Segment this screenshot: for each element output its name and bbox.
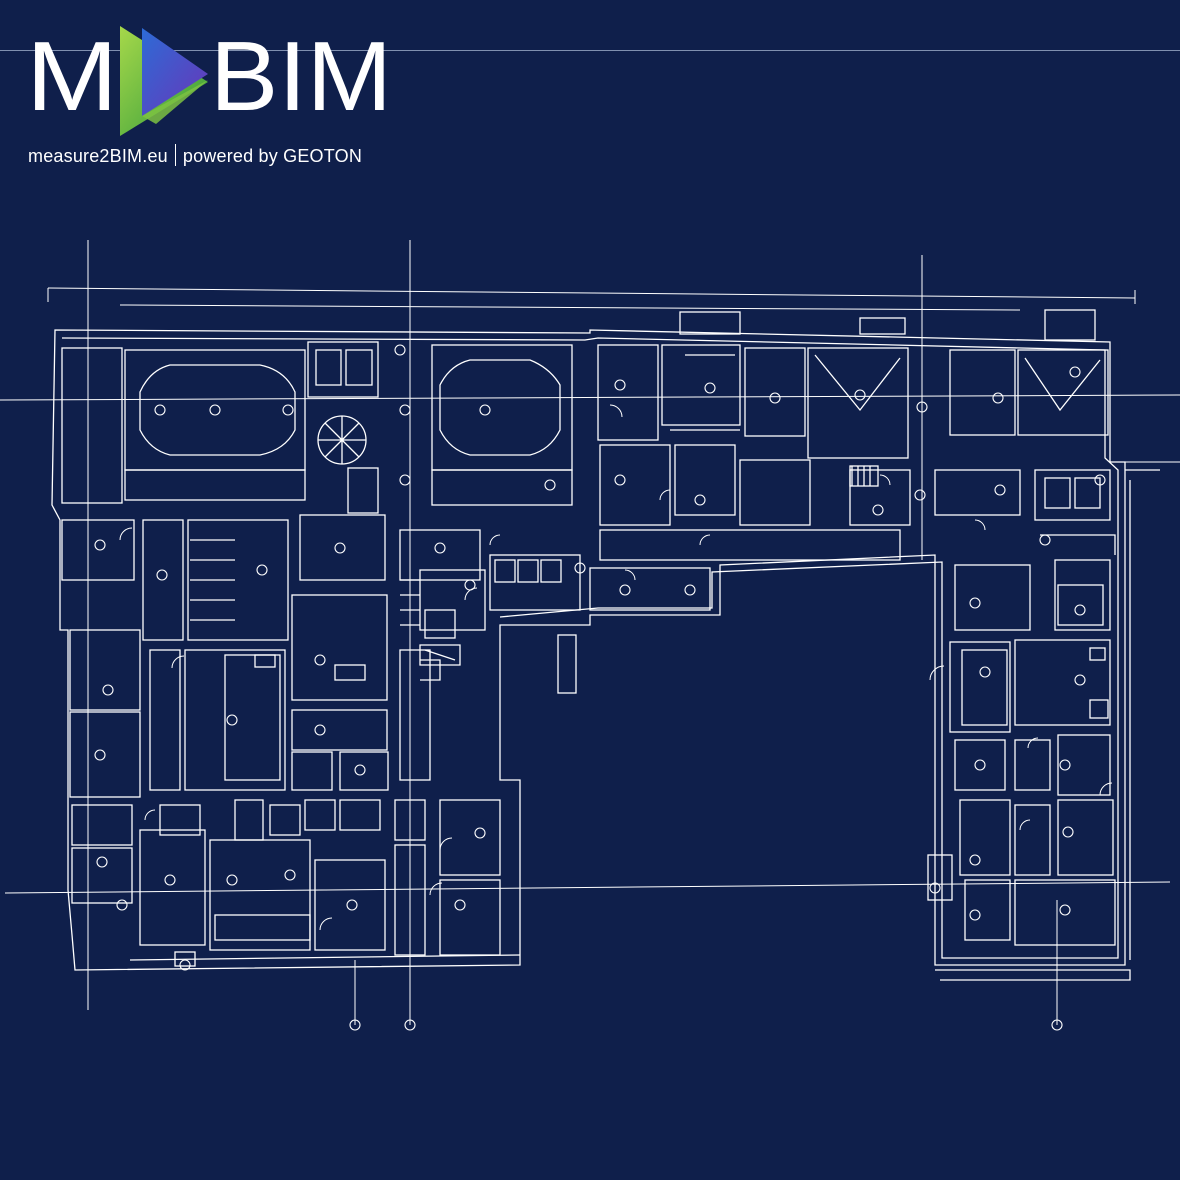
header-divider-line xyxy=(0,50,1180,51)
building-outline xyxy=(51,329,1131,981)
door-swings xyxy=(119,404,1113,931)
logo-letter-m: M xyxy=(26,24,118,131)
right-wing-rooms xyxy=(927,469,1160,960)
room-markers xyxy=(94,344,1106,1031)
left-wing-rooms xyxy=(61,514,501,967)
logo-word-bim: BIM xyxy=(210,24,392,131)
site-link[interactable]: measure2BIM.eu xyxy=(28,146,168,166)
grid-axis-lines xyxy=(0,240,1180,1025)
tagline-separator xyxy=(174,144,176,166)
logo-play-arrow-icon xyxy=(120,26,208,136)
tagline: measure2BIM.eu powered by GEOTON xyxy=(28,144,362,167)
m2bim-logo: M BIM xyxy=(26,24,392,136)
powered-by-text: powered by GEOTON xyxy=(182,146,363,166)
central-service-rooms xyxy=(399,529,711,694)
top-wing-rooms xyxy=(61,309,1111,561)
